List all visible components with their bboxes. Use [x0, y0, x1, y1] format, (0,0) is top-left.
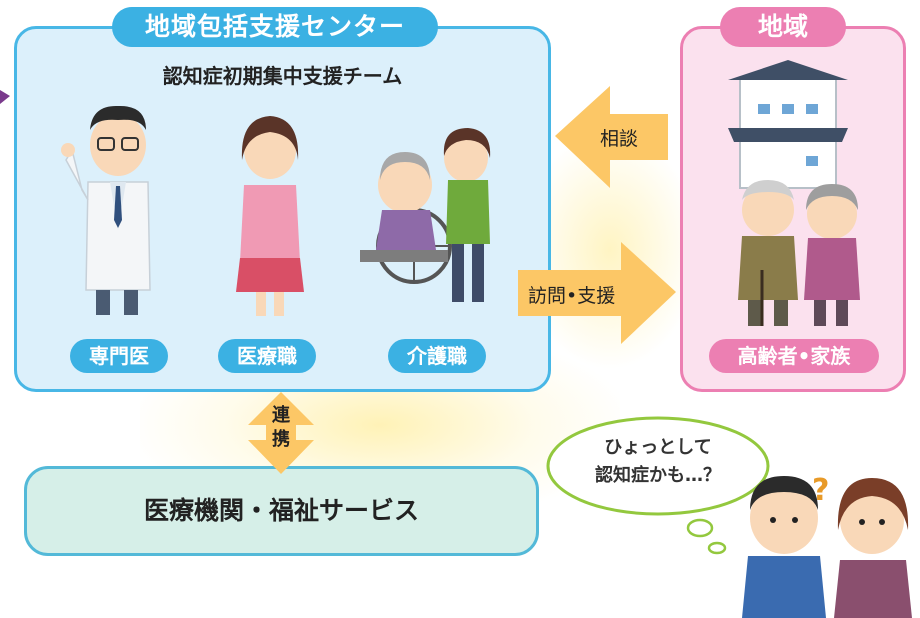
left-edge-arrow-icon — [0, 90, 10, 104]
team-name: 認知症初期集中支援チーム — [162, 64, 403, 88]
cooperation-label: 連携 — [272, 405, 290, 450]
consult-arrow-icon — [555, 86, 668, 188]
role-care-label: 介護職 — [388, 339, 486, 373]
caregiver-illustration-icon — [360, 128, 491, 302]
role-specialist-label: 専門医 — [70, 339, 168, 373]
thought-text: ひょっとして 認知症かも…？ — [560, 434, 756, 490]
thought-line-1: ひょっとして — [604, 437, 712, 458]
house-and-elderly-couple-icon — [728, 60, 860, 326]
svg-text:?: ? — [812, 473, 829, 508]
institutions-box — [24, 466, 539, 556]
thought-line-2: 認知症かも…？ — [595, 465, 721, 486]
support-center-title: 地域包括支援センター — [112, 7, 438, 47]
medical-staff-illustration-icon — [236, 116, 304, 316]
visit-arrow-icon — [518, 242, 676, 344]
consult-label: 相談 — [600, 128, 639, 150]
thought-bubble-icon — [546, 416, 770, 555]
visit-support-label: 訪問•支援 — [528, 285, 616, 307]
cooperation-arrow-icon — [248, 392, 314, 474]
elderly-family-label: 高齢者•家族 — [709, 339, 879, 373]
doctor-illustration-icon — [61, 105, 151, 315]
worried-couple-icon: ? — [742, 473, 912, 618]
role-medical-label: 医療職 — [218, 339, 316, 373]
institutions-label: 医療機関・福祉サービス — [143, 496, 419, 525]
region-title: 地域 — [720, 7, 846, 47]
